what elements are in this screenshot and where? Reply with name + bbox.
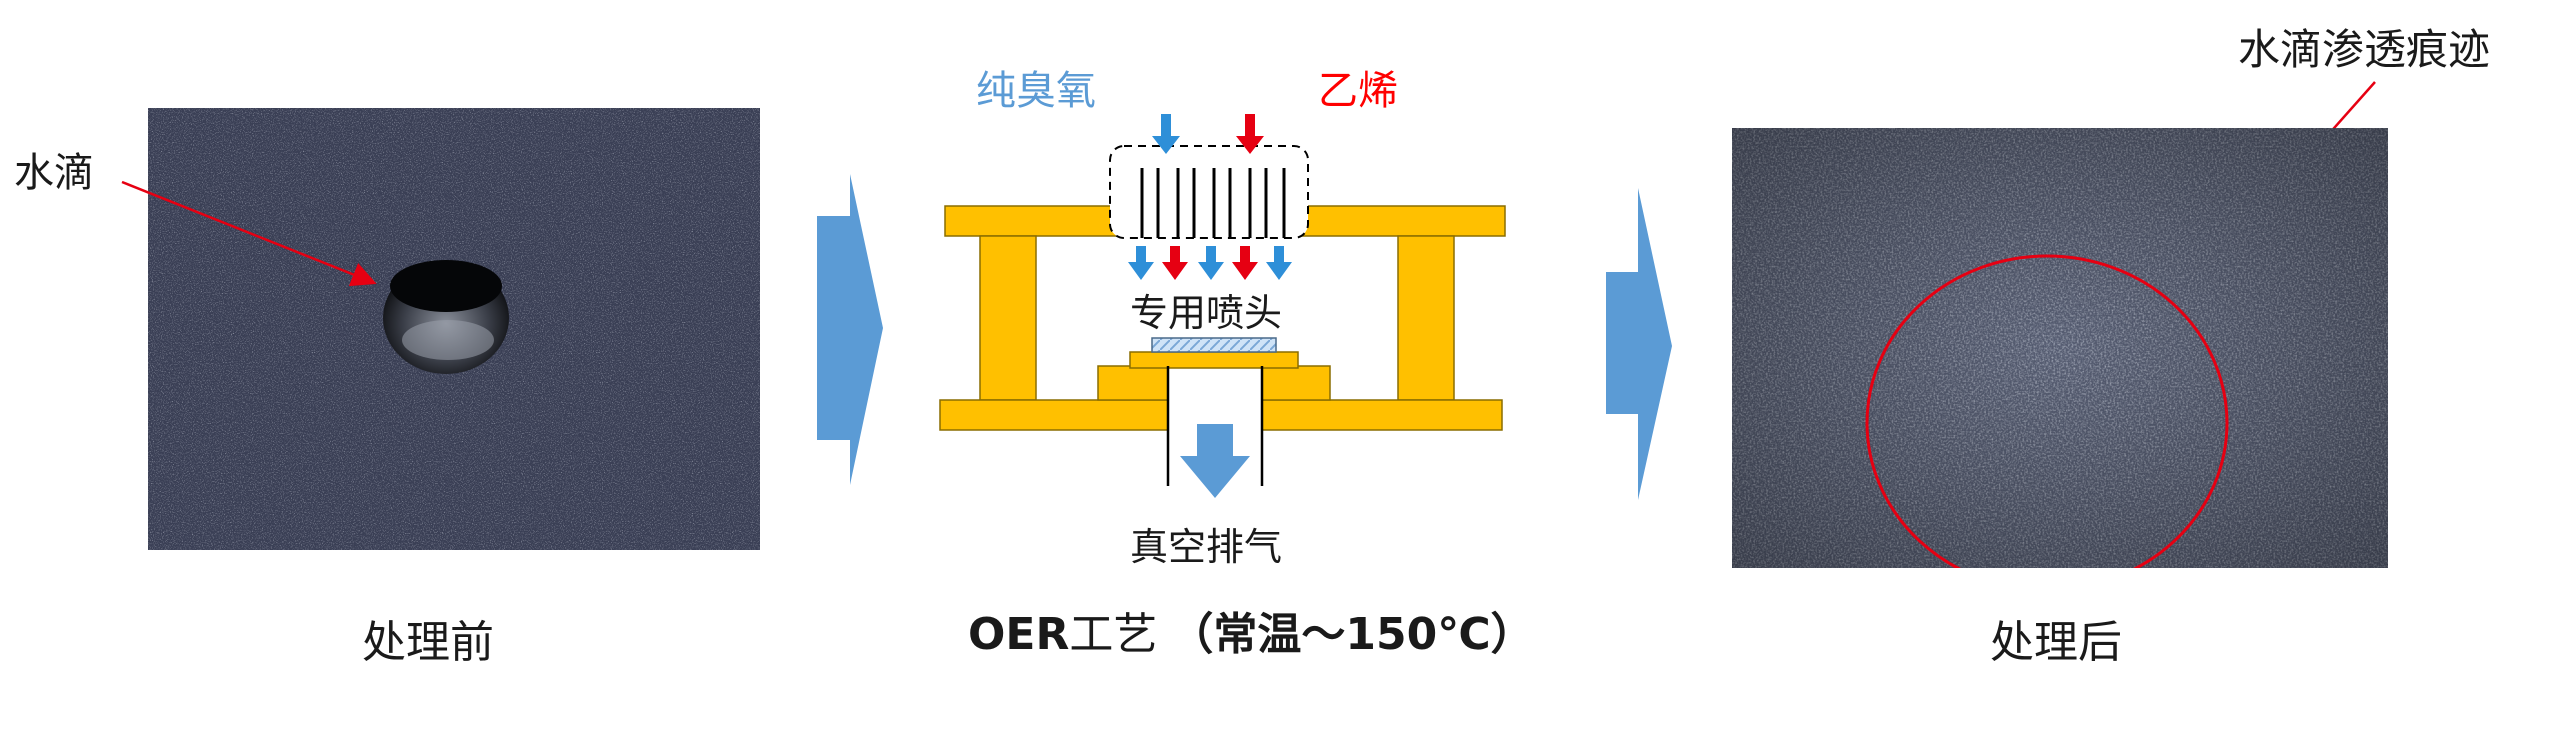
ozone-label: 纯臭氧 <box>976 68 1096 114</box>
before-photo <box>148 108 760 550</box>
after-photo <box>1732 128 2388 568</box>
stage-right <box>1261 365 1331 401</box>
penetration-trace-circle <box>1865 254 2229 568</box>
nozzle-label: 专用喷头 <box>1130 291 1283 335</box>
ozone-inlet-arrow <box>1152 114 1180 154</box>
right-pillar <box>1397 235 1455 401</box>
process-condition: （常温～150℃） <box>1169 609 1535 660</box>
bottom-plate-left <box>939 399 1169 431</box>
nozzle-dashed-box <box>1109 145 1309 239</box>
ethylene-label: 乙烯 <box>1318 68 1398 114</box>
after-caption: 处理后 <box>1990 617 2122 668</box>
process-arrow-2 <box>1606 188 1672 500</box>
process-caption: OER工艺（常温～150℃） <box>968 598 1534 662</box>
stage-left <box>1097 365 1169 401</box>
process-mid: 工艺 <box>1069 609 1158 660</box>
bottom-plate-right <box>1261 399 1503 431</box>
exhaust-label: 真空排气 <box>1130 525 1283 569</box>
stage-top <box>1129 351 1299 369</box>
before-caption: 处理前 <box>362 617 494 668</box>
outlet-arrows <box>1128 246 1292 280</box>
left-pillar <box>979 235 1037 401</box>
droplet-callout-label: 水滴 <box>14 150 94 196</box>
process-prefix: OER <box>968 609 1070 660</box>
process-arrow-1 <box>817 174 883 485</box>
exhaust-arrow <box>1180 424 1250 498</box>
trace-callout-label: 水滴渗透痕迹 <box>2238 25 2491 74</box>
droplet-callout-arrow <box>121 180 377 287</box>
nozzle-fins <box>1140 168 1286 238</box>
water-droplet <box>383 260 509 374</box>
ethylene-inlet-arrow <box>1236 114 1264 154</box>
sample-substrate <box>1151 337 1277 353</box>
